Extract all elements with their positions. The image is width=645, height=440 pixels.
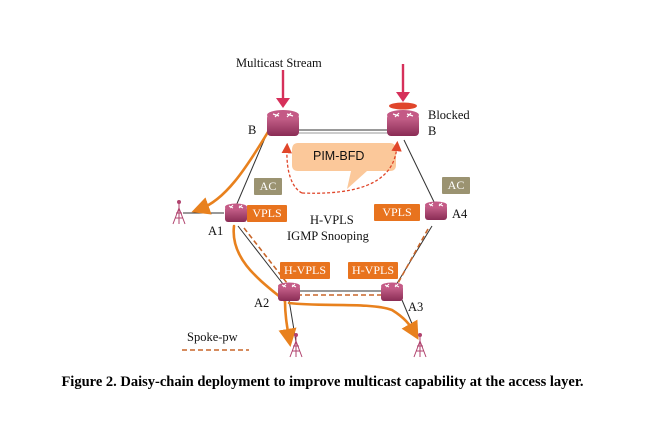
pim-bfd-arrow-right <box>301 140 402 194</box>
igmp-snooping-label: IGMP Snooping <box>287 229 369 243</box>
stream-arrow-left-head <box>276 98 290 108</box>
link-b-a1 <box>235 137 266 207</box>
router-icon <box>225 203 247 222</box>
antenna-icon <box>289 333 303 358</box>
antenna-a2 <box>289 333 303 358</box>
router-a1 <box>225 203 247 222</box>
router-a2 <box>278 282 300 301</box>
router-a3 <box>381 282 403 301</box>
router-icon <box>381 282 403 301</box>
a1-label: A1 <box>208 224 224 238</box>
spoke-pw-lines <box>243 227 429 296</box>
pim-bfd-arrow-left <box>281 142 303 194</box>
link-a1-a2 <box>237 225 284 285</box>
spoke-pw-a3-a4 <box>397 228 429 284</box>
router-b-right <box>387 110 419 136</box>
blocked-mark <box>389 102 417 110</box>
router-icon <box>425 201 447 220</box>
antenna-a1 <box>172 200 186 225</box>
antenna-icon <box>413 333 427 358</box>
stream-arrow-right-head <box>396 92 410 102</box>
ac-tag-right: AC <box>442 177 470 194</box>
router-icon <box>267 110 299 136</box>
spoke-pw-a1-a2 <box>243 227 288 284</box>
pim-bfd-bubble <box>292 143 396 189</box>
link-b-a4 <box>403 139 436 205</box>
ring-links <box>183 129 436 343</box>
a2-label: A2 <box>254 296 270 310</box>
antenna-a3 <box>413 333 427 358</box>
router-icon <box>278 282 300 301</box>
hvpls-tag-right: H-VPLS <box>348 262 398 279</box>
flow-a2-to-antenna-a3 <box>287 301 419 340</box>
router-icon <box>387 110 419 136</box>
figure-caption: Figure 2. Daisy-chain deployment to impr… <box>61 374 584 390</box>
antenna-icon <box>172 200 186 225</box>
vpls-tag-left: VPLS <box>247 205 287 222</box>
pim-bfd-label: PIM-BFD <box>313 149 365 163</box>
a3-label: A3 <box>408 300 424 314</box>
node-b-left-label: B <box>248 123 257 137</box>
vpls-tag-right: VPLS <box>374 204 420 221</box>
stream-arrows <box>276 64 410 108</box>
spoke-pw-label: Spoke-pw <box>187 330 238 344</box>
multicast-stream-label: Multicast Stream <box>236 56 322 70</box>
router-b-left <box>267 110 299 136</box>
ac-tag-left: AC <box>254 178 282 195</box>
node-b-right-label: B <box>428 124 437 138</box>
flow-a1-to-antenna-a2 <box>232 224 297 347</box>
hvpls-tag-left: H-VPLS <box>280 262 330 279</box>
router-a4 <box>425 201 447 220</box>
blocked-label: Blocked <box>428 108 470 122</box>
link-a4-a3 <box>395 225 433 286</box>
flow-b-to-antenna-a1 <box>191 130 270 215</box>
hvpls-center-label: H-VPLS <box>310 213 354 227</box>
a4-label: A4 <box>452 207 468 221</box>
